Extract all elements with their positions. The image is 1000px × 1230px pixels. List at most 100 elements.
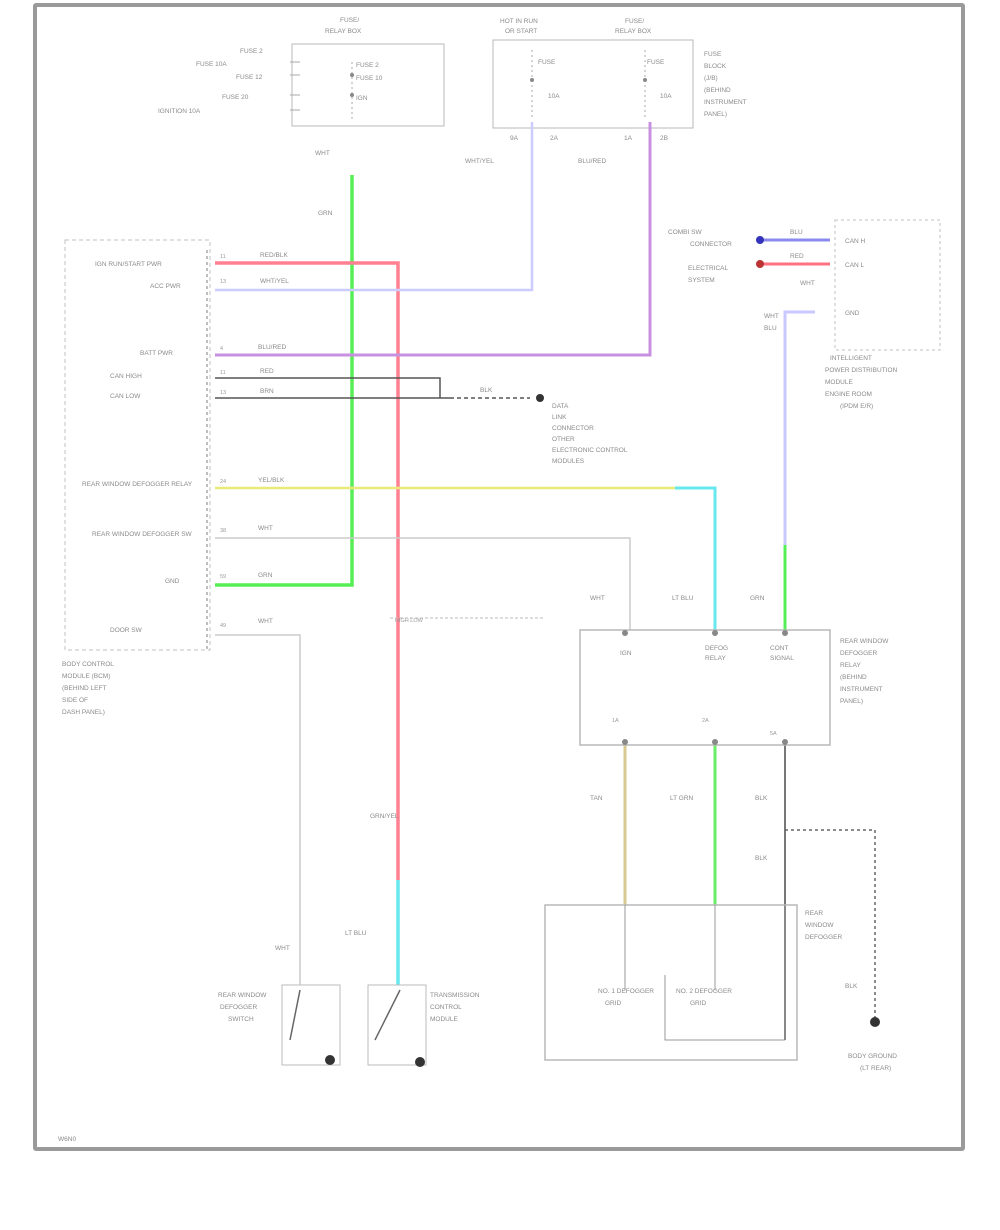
wire-purple-batt [215,122,652,357]
bcm-pin-label-7: GND [165,578,180,585]
fuse-right-inner-right-1: 10A [660,93,672,100]
fuse-right-right-sub: RELAY BOX [615,28,652,35]
bcm-pin-num-7: 59 [220,574,226,580]
fuse-right-inner-right-0: FUSE [647,59,665,66]
canh-connector [756,236,764,244]
ipdm-pin-2: GND [845,310,860,317]
ipdm-pin-1: CAN L [845,262,865,269]
other-controls-4: ELECTRONIC CONTROL [552,447,628,454]
ground-label-1: (LT REAR) [860,1065,891,1072]
wires [215,122,876,1040]
grid-title-2: DEFOGGER [805,934,843,941]
bcm-pin-label-3: CAN HIGH [110,373,142,380]
switch-left-ground-icon [325,1055,335,1065]
relay-wire-top-2: LT BLU [672,595,694,602]
fuse-right-wire-left: WHT/YEL [465,158,494,165]
wire-ground-dashed [785,829,876,1020]
lower-wire-wht: WHT [275,945,290,952]
ipdm-title-1: POWER DISTRIBUTION [825,367,898,374]
fuse-right-pin-1: 2A [550,135,559,142]
ipdm-title-2: MODULE [825,379,853,386]
fuse-right-left-header: HOT IN RUN [500,18,538,25]
wire-green-fuse [215,175,354,587]
ipdm-pin-0: CAN H [845,238,866,245]
defogger-relay: WHT LT BLU GRN IGN DEFOG RELAY CONT SIGN… [579,595,889,746]
relay-inner-2: RELAY [705,655,726,662]
grid-left-0: NO. 1 DEFOGGER [598,988,654,995]
lower-wire-blk-2: BLK [755,855,768,862]
bcm-pin-label-8: DOOR SW [110,627,143,634]
ipdm-left-2: ELECTRICAL [688,265,728,272]
bcm-pin-wire-7: GRN [258,572,273,579]
fuse-block-right: HOT IN RUN OR START FUSE/ RELAY BOX FUSE… [465,18,747,165]
fuse-block-left-header: FUSE/ [340,17,359,24]
bcm-pin-label-1: ACC PWR [150,283,181,290]
grid-title-1: WINDOW [805,922,834,929]
bcm-pin-label-6: REAR WINDOW DEFOGGER SW [92,531,193,538]
bcm-module: IGN RUN/START PWR 11 RED/BLK ACC PWR 13 … [62,239,289,716]
bcm-pin-num-5: 24 [220,479,226,485]
switch-right-label-1: CONTROL [430,1004,462,1011]
fuse-right-inner-left-0: FUSE [538,59,556,66]
relay-inner-1: DEFOG [705,645,728,652]
bcm-pin-wire-0: RED/BLK [260,252,288,259]
ipdm-wire-0: BLU [790,229,803,236]
relay-inner-0: IGN [620,650,632,657]
relay-title-5: PANEL) [840,698,863,705]
lower-wire-blk-3: BLK [845,983,858,990]
bcm-pin-wire-2: BLU/RED [258,344,286,351]
bcm-title-4: DASH PANEL) [62,709,105,716]
bcm-pin-label-4: CAN LOW [110,393,141,400]
bcm-pin-label-5: REAR WINDOW DEFOGGER RELAY [82,481,193,488]
wire-can-high [215,377,441,398]
ipdm-wire-2: WHT [800,280,815,287]
other-controls-3: OTHER [552,436,575,443]
fuse-right-pin-3: 2B [660,135,668,142]
bcm-title-0: BODY CONTROL [62,661,114,668]
switch-right: TRANSMISSION CONTROL MODULE [367,984,480,1067]
grid-title-0: REAR [805,910,823,917]
wire-lavender-ipdm [783,310,815,545]
body-ground: BODY GROUND (LT REAR) [848,1017,897,1072]
bcm-pin-num-1: 13 [220,279,226,285]
ipdm-title-4: (IPDM E/R) [840,403,873,410]
grid-right-1: GRID [690,1000,707,1007]
fuse-left-label-1: FUSE 10A [196,61,227,68]
ipdm-module: COMBI SW CONNECTOR ELECTRICAL SYSTEM CAN… [668,219,941,410]
bcm-pin-label-0: IGN RUN/START PWR [95,261,162,268]
bcm-pin-wire-4: BRN [260,388,274,395]
wire-red-ign [215,261,400,880]
fuse-right-right-header: FUSE/ [625,18,644,25]
bcm-pin-label-2: BATT PWR [140,350,173,357]
relay-inner-4: SIGNAL [770,655,794,662]
relay-wire-top-1: WHT [590,595,605,602]
bcm-pin-num-4: 13 [220,390,226,396]
fuse-left-wire-color: GRN [318,210,333,217]
bcm-pin-wire-6: WHT [258,525,273,532]
bcm-pin-num-3: 11 [220,370,226,376]
bcm-title-1: MODULE (BCM) [62,673,110,680]
fuse-side-0: FUSE [704,51,722,58]
fuse-right-wire-right: BLU/RED [578,158,606,165]
lower-wire-blk: BLK [755,795,768,802]
relay-wire-top-3: GRN [750,595,765,602]
fuse-left-label-4: IGNITION 10A [158,108,201,115]
defogger-grid-box: NO. 1 DEFOGGER GRID NO. 2 DEFOGGER GRID … [544,904,843,1061]
can-note: HIGH LOW [395,618,424,624]
fuse-side-3: (BEHIND [704,87,731,94]
wire-gray-sw [215,537,631,630]
relay-title-1: DEFOGGER [840,650,878,657]
relay-pin-0: 1A [612,718,619,724]
other-controls: BLK DATA LINK CONNECTOR OTHER ELECTRONIC… [395,387,628,624]
ipdm-out-color: BLU [764,325,777,332]
switch-left-label-0: REAR WINDOW [218,992,267,999]
relay-inner-3: CONT [770,645,788,652]
fuse-left-label-3: FUSE 20 [222,94,249,101]
relay-pin-1: 2A [702,718,709,724]
fuse-inner-2: IGN [356,95,368,102]
fuse-inner-0: FUSE 2 [356,62,379,69]
ipdm-title-0: INTELLIGENT [830,355,872,362]
tcm-link-label: BLK [480,387,493,394]
switch-right-label-0: TRANSMISSION [430,992,480,999]
